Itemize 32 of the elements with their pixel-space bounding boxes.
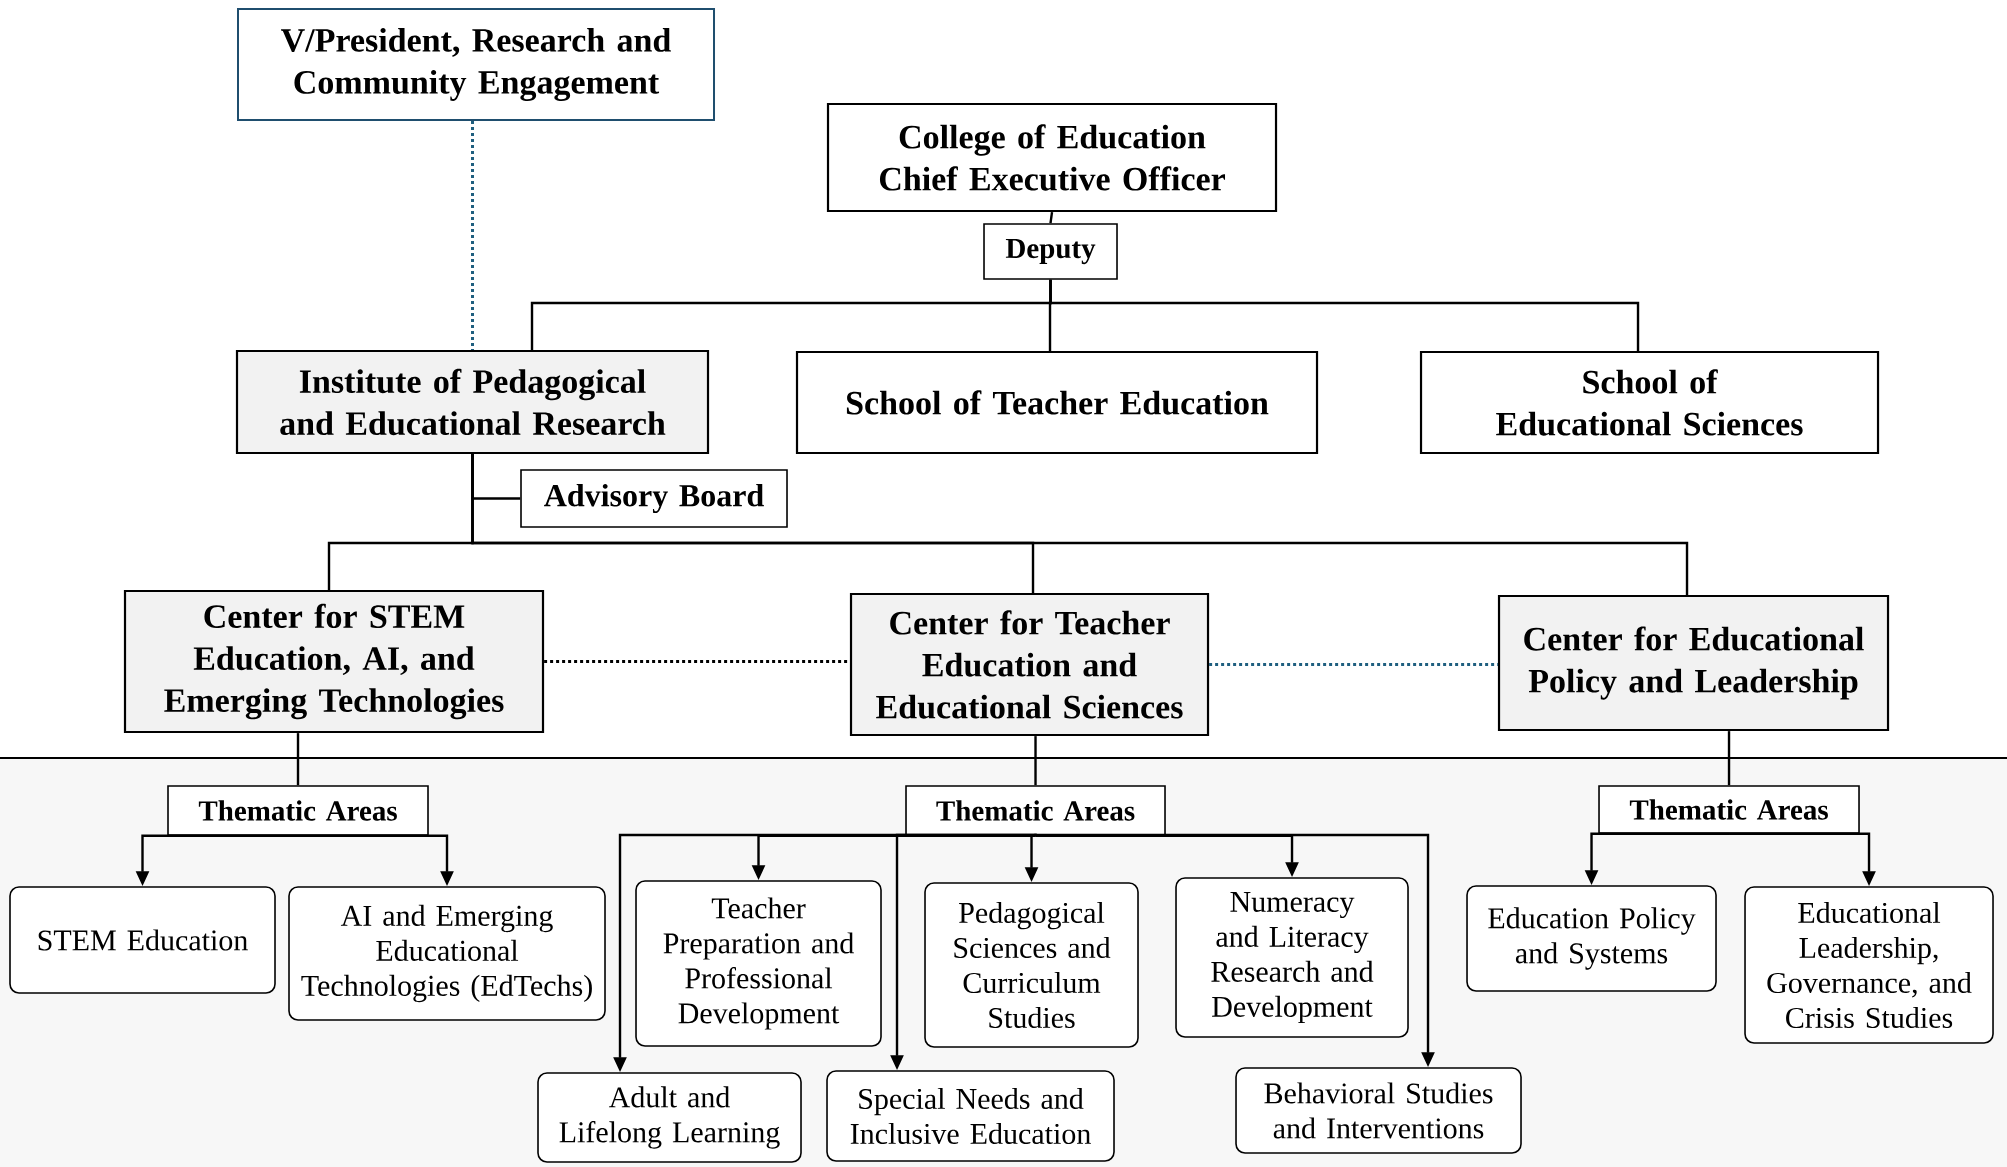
unit-box: Center for STEM Education, AI, and Emerging Technologies — [123, 589, 545, 734]
topic-box: Educational Leadership, Governance, and Crisis Studies — [1744, 886, 1994, 1044]
topic-box: Adult and Lifelong Learning — [537, 1072, 802, 1163]
role-box: Advisory Board — [520, 469, 788, 528]
dotted-line — [1209, 663, 1498, 666]
topic-box: Numeracy and Literacy Research and Development — [1175, 877, 1409, 1038]
topic-box: Pedagogical Sciences and Curriculum Studies — [924, 882, 1139, 1048]
topic-box: Education Policy and Systems — [1466, 885, 1717, 992]
connector-line — [296, 733, 300, 786]
unit-box: School of Educational Sciences — [1419, 350, 1880, 455]
unit-box: Center for Teacher Education and Educational Sciences — [849, 592, 1210, 737]
topic-box: Special Needs and Inclusive Education — [826, 1070, 1115, 1162]
topic-box: AI and Emerging Educational Technologies (EdTechs) — [288, 886, 606, 1021]
position-box: V/President, Research and Community Engagement — [237, 8, 715, 121]
unit-box: Center for Educational Policy and Leadership — [1497, 594, 1890, 732]
topic-box: Behavioral Studies and Interventions — [1235, 1067, 1522, 1154]
unit-box: School of Teacher Education — [795, 350, 1319, 455]
connector-line — [1727, 731, 1731, 786]
topic-box: Teacher Preparation and Professional Development — [635, 880, 882, 1047]
heading-box: Thematic Areas — [1598, 785, 1860, 834]
heading-box: Deputy — [983, 223, 1118, 280]
connector-line — [1034, 736, 1037, 786]
dotted-line — [471, 121, 474, 350]
connector-line — [1049, 211, 1054, 224]
heading-box: Thematic Areas — [167, 785, 429, 836]
unit-box: College of Education Chief Executive Officer — [826, 102, 1278, 213]
connector-line — [1049, 279, 1640, 351]
dotted-line — [544, 660, 850, 663]
topic-box: STEM Education — [9, 886, 276, 994]
heading-box: Thematic Areas — [905, 785, 1166, 836]
connector-line — [471, 454, 1689, 595]
unit-box: Institute of Pedagogical and Educational Research — [235, 349, 710, 455]
